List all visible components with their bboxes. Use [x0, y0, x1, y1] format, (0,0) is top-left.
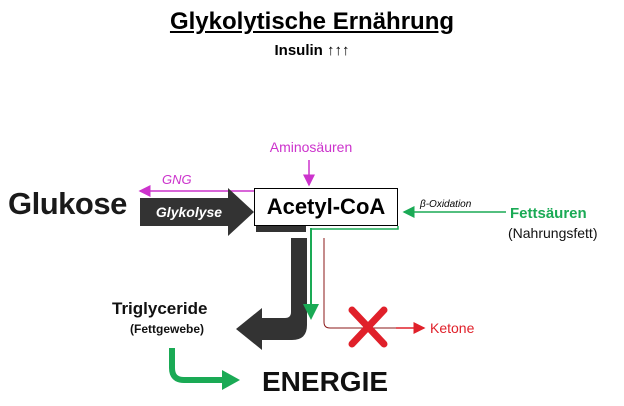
- blocked-x-icon: [348, 306, 388, 348]
- energie-arrowhead: [222, 370, 240, 390]
- node-aminosaeuren: Aminosäuren: [269, 139, 353, 155]
- acetyl-green-outline: [311, 226, 399, 230]
- node-ketone: Ketone: [430, 320, 475, 336]
- edge-gng: GNG: [162, 172, 192, 187]
- glykolyse-arrow: [140, 188, 254, 236]
- page-title: Glykolytische Ernährung: [169, 8, 455, 35]
- acetyl-box-shadow: [256, 226, 306, 232]
- subtitle: Insulin ↑↑↑: [274, 42, 350, 59]
- gng-arrow: [138, 185, 257, 197]
- node-acetyl-coa: Acetyl-CoA: [254, 188, 398, 226]
- node-glukose: Glukose: [8, 186, 127, 221]
- triglyceride-arrow: [236, 238, 307, 350]
- node-fettgewebe: (Fettgewebe): [130, 322, 205, 336]
- node-energie: ENERGIE: [262, 366, 389, 397]
- node-triglyceride: Triglyceride: [112, 299, 208, 318]
- node-fettsaeuren: Fettsäuren: [510, 205, 587, 222]
- energie-arrow: [169, 348, 226, 383]
- ketone-path: [323, 238, 410, 329]
- edge-glykolyse: Glykolyse: [155, 204, 223, 220]
- node-nahrungsfett: (Nahrungsfett): [508, 225, 598, 241]
- edge-beta-oxidation: β-Oxidation: [420, 199, 472, 210]
